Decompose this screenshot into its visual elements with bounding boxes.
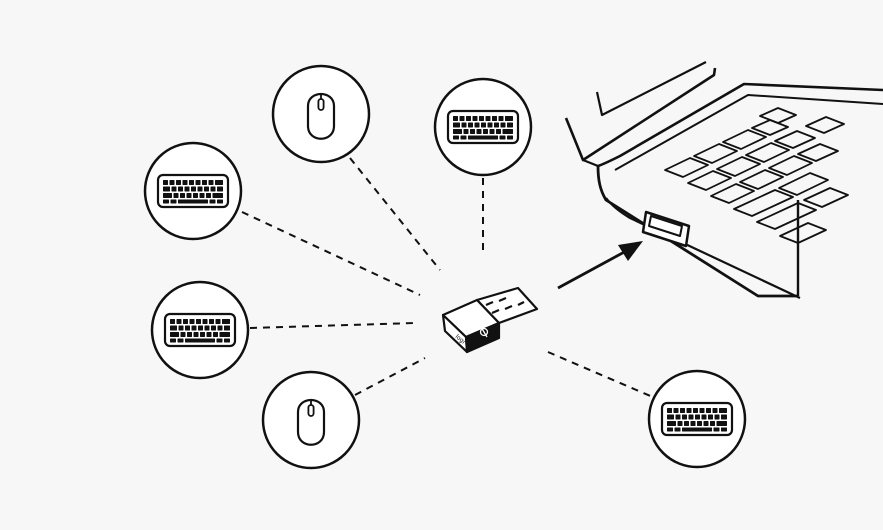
dashed-connectors — [241, 157, 656, 399]
connector-mouse-bottom — [354, 357, 426, 396]
connector-keyboard-top-left — [241, 211, 421, 296]
device-keyboard-bottom-right — [647, 369, 747, 469]
device-keyboard-middle-left — [150, 280, 250, 380]
usb-port-icon — [641, 210, 691, 248]
device-keyboard-top-left — [143, 141, 243, 241]
connector-keyboard-bottom-right — [547, 351, 656, 399]
device-keyboard-top-center — [433, 77, 533, 177]
connector-mouse-top — [349, 157, 441, 271]
device-mouse-top — [271, 64, 371, 164]
connector-keyboard-middle-left — [249, 322, 416, 329]
device-mouse-bottom — [261, 370, 361, 470]
laptop-icon — [564, 61, 883, 299]
arrow-icon — [557, 241, 643, 290]
usb-receiver-icon: logi — [441, 286, 539, 354]
